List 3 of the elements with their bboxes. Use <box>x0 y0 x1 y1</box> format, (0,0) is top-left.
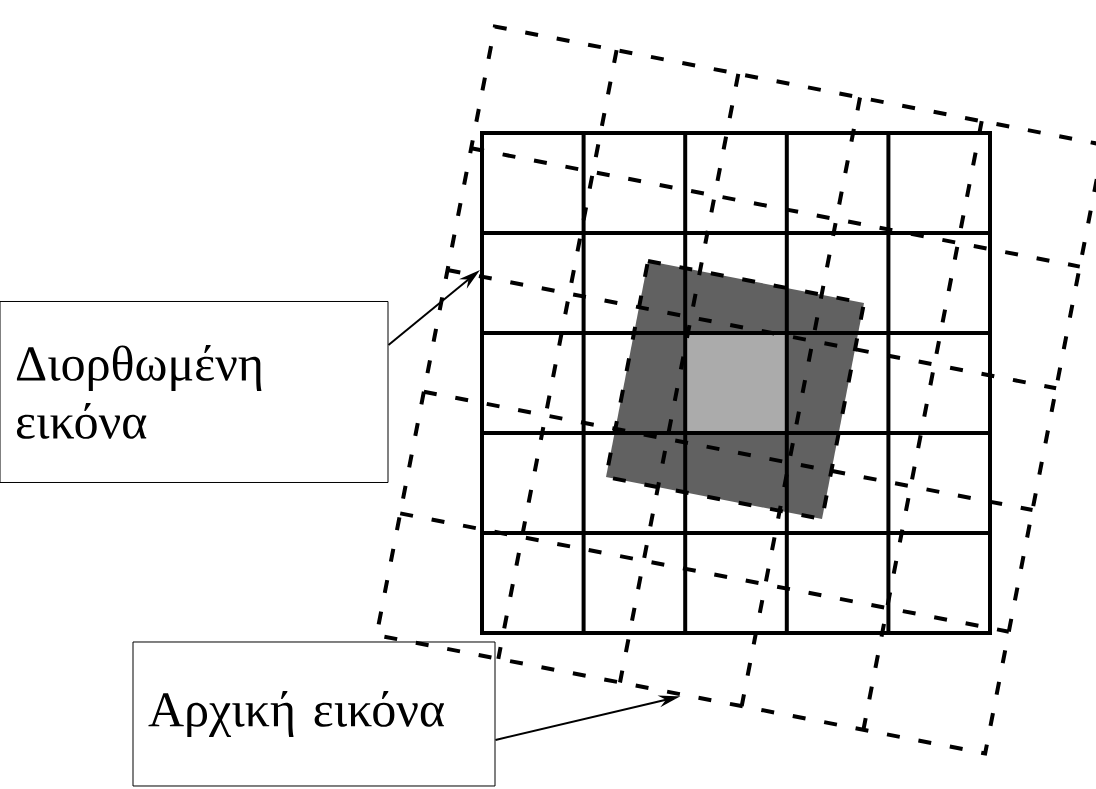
solid-grid <box>480 131 992 635</box>
label-box: Αρχική εικόνα <box>132 641 496 787</box>
label-box: Διορθωμένη εικόνα <box>0 301 389 483</box>
